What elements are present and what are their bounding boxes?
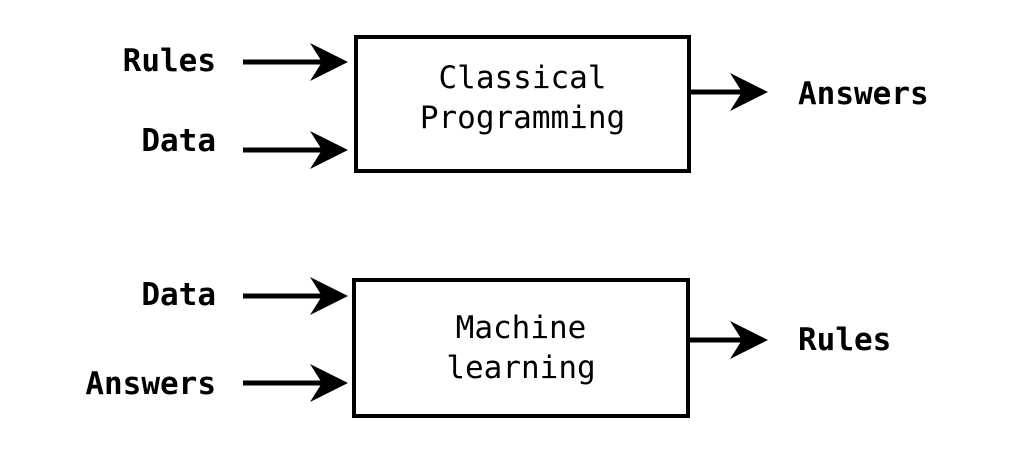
- top-input-label-2: Data: [141, 123, 216, 159]
- bottom-output-label: Rules: [798, 322, 892, 358]
- top-input-label-1: Rules: [122, 43, 216, 79]
- arrow-bottom-output: [690, 321, 768, 359]
- classical-programming-box: [354, 35, 691, 173]
- box-line-2: learning: [446, 350, 596, 386]
- machine-learning-box: [352, 278, 690, 418]
- arrow-top-input-2: [243, 131, 348, 169]
- bottom-input-label-1: Data: [141, 277, 216, 313]
- arrow-top-input-1: [243, 43, 348, 81]
- top-output-label: Answers: [798, 76, 929, 112]
- classical-programming-label: Classical Programming: [354, 58, 691, 138]
- box-line-1: Classical: [438, 60, 607, 96]
- arrow-top-output: [690, 73, 768, 111]
- bottom-input-label-2: Answers: [85, 366, 216, 402]
- arrow-bottom-input-2: [243, 364, 348, 402]
- machine-learning-label: Machine learning: [352, 308, 690, 388]
- arrow-bottom-input-1: [243, 277, 348, 315]
- box-line-2: Programming: [419, 100, 626, 136]
- box-line-1: Machine: [455, 310, 587, 346]
